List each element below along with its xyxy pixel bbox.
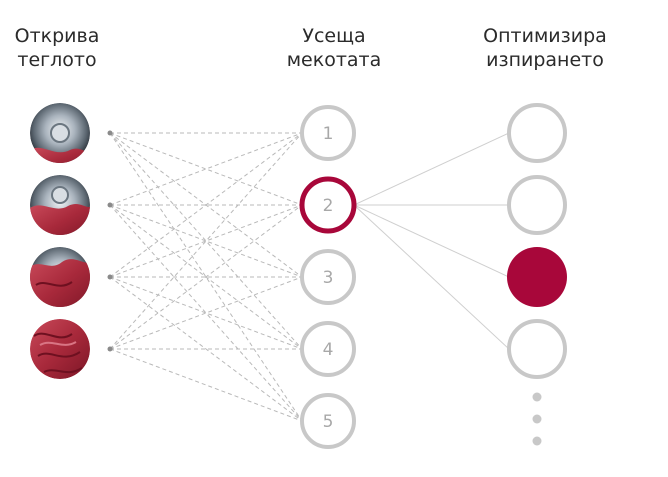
softness-node-1: 1: [300, 105, 356, 161]
more-outputs-ellipsis: [532, 392, 542, 446]
drum-image-full: [30, 319, 90, 379]
output-node-4: [507, 319, 567, 379]
softness-label: 4: [323, 340, 334, 360]
dashed-connection: [109, 204, 303, 278]
softness-node-5: 5: [300, 393, 356, 449]
dashed-connection: [109, 204, 303, 422]
drum-image-empty: [30, 103, 90, 163]
softness-label: 3: [323, 268, 334, 288]
output-node-3-selected: [507, 247, 567, 307]
output-connection: [353, 204, 510, 278]
title-line: мекотата: [286, 49, 382, 71]
dashed-connection: [109, 132, 303, 278]
column-title-optimize: Оптимизира изпирането: [465, 24, 625, 72]
dashed-connection: [109, 132, 303, 350]
output-connection: [353, 204, 510, 350]
drum-image-quarter: [30, 175, 90, 235]
title-line: Оптимизира: [483, 25, 607, 47]
output-node-1: [507, 103, 567, 163]
dashed-connection: [109, 204, 303, 278]
softness-label: 1: [323, 124, 334, 144]
output-connections: [353, 132, 510, 350]
input-dots: [107, 130, 113, 352]
dashed-connection: [109, 276, 303, 422]
dashed-connection: [109, 132, 303, 206]
title-line: теглото: [17, 49, 97, 71]
dashed-connection: [109, 132, 303, 350]
dashed-connection: [109, 204, 303, 350]
softness-label: 2: [323, 196, 334, 216]
softness-node-2: 2: [299, 176, 357, 234]
output-node-2: [507, 175, 567, 235]
softness-node-3: 3: [300, 249, 356, 305]
title-line: Открива: [14, 25, 100, 47]
softness-label: 5: [323, 412, 334, 432]
column-title-softness: Усеща мекотата: [254, 24, 414, 72]
title-line: Усеща: [302, 25, 366, 47]
output-connection: [353, 132, 510, 206]
column-title-weight: Открива теглото: [0, 24, 137, 72]
dashed-connection: [109, 276, 303, 350]
dashed-connection: [109, 276, 303, 350]
softness-node-4: 4: [300, 321, 356, 377]
drum-image-half: [30, 247, 90, 307]
dashed-connection: [109, 132, 303, 422]
input-connections: [109, 132, 303, 422]
dashed-connection: [109, 132, 303, 206]
title-line: изпирането: [486, 49, 604, 71]
dashed-connection: [109, 348, 303, 422]
